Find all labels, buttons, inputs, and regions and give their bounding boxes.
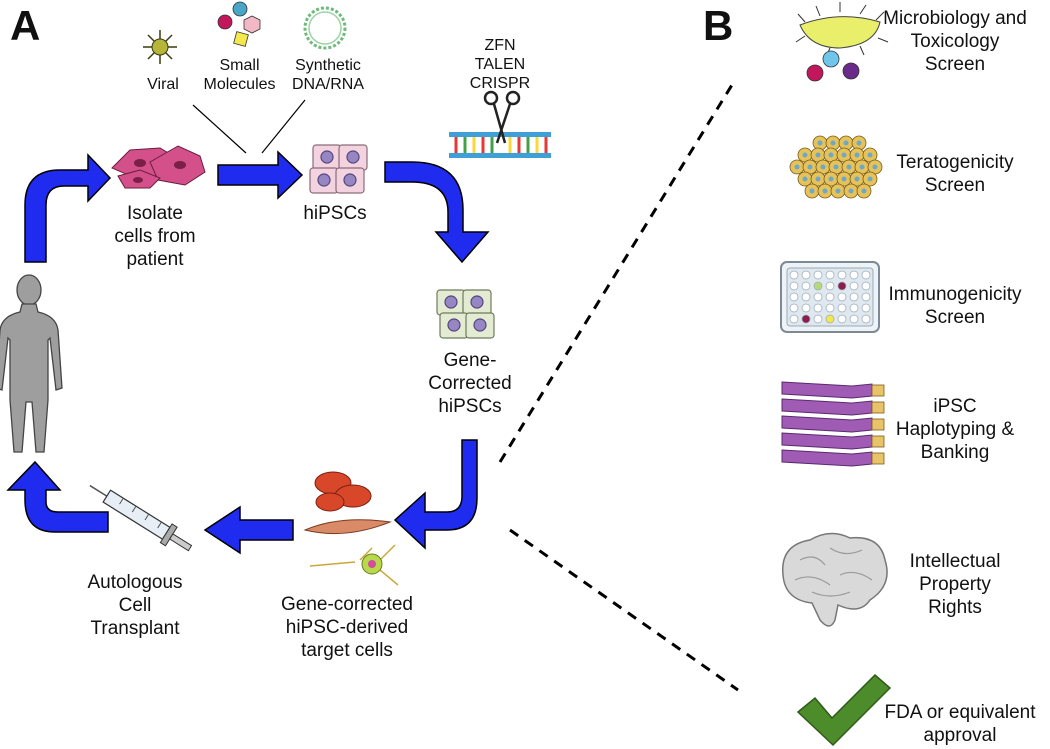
arrow-corrected-to-target [393,439,478,550]
checkmark-icon [796,673,892,747]
flask-stack-icon [781,381,885,467]
hipscs-label: hiPSCs [303,203,367,224]
dna-scissors-icon [449,90,551,158]
cell-cluster-icon [789,135,883,199]
panel-b-connector-lines [498,79,739,692]
arrow-hipsc-to-corrected [384,161,490,264]
brain-icon [782,532,888,627]
virus-icon [143,30,177,64]
panel-a-label: A [10,2,41,49]
arrow-patient-to-isolate [24,153,112,263]
small-molecules-icon [217,1,261,47]
input-lines [192,99,306,154]
syringe-icon [89,484,193,552]
fibroblast-cells-icon [111,145,206,189]
arrow-transplant-to-patient [6,460,109,533]
patient-silhouette-icon [0,274,63,453]
target-cells-icon [303,471,399,586]
dna-ring-icon [303,6,347,50]
well-plate-icon [780,261,880,333]
arrow-target-to-transplant [203,505,294,555]
microbe-icon [795,2,889,82]
viral-label: Viral [147,76,179,93]
cycle-arrows [6,150,490,555]
panel-b-label: B [703,2,734,49]
hipsc-cluster-icon [309,144,368,194]
gene-corrected-cluster-icon [436,289,495,339]
arrow-isolate-to-hipsc [217,150,304,200]
